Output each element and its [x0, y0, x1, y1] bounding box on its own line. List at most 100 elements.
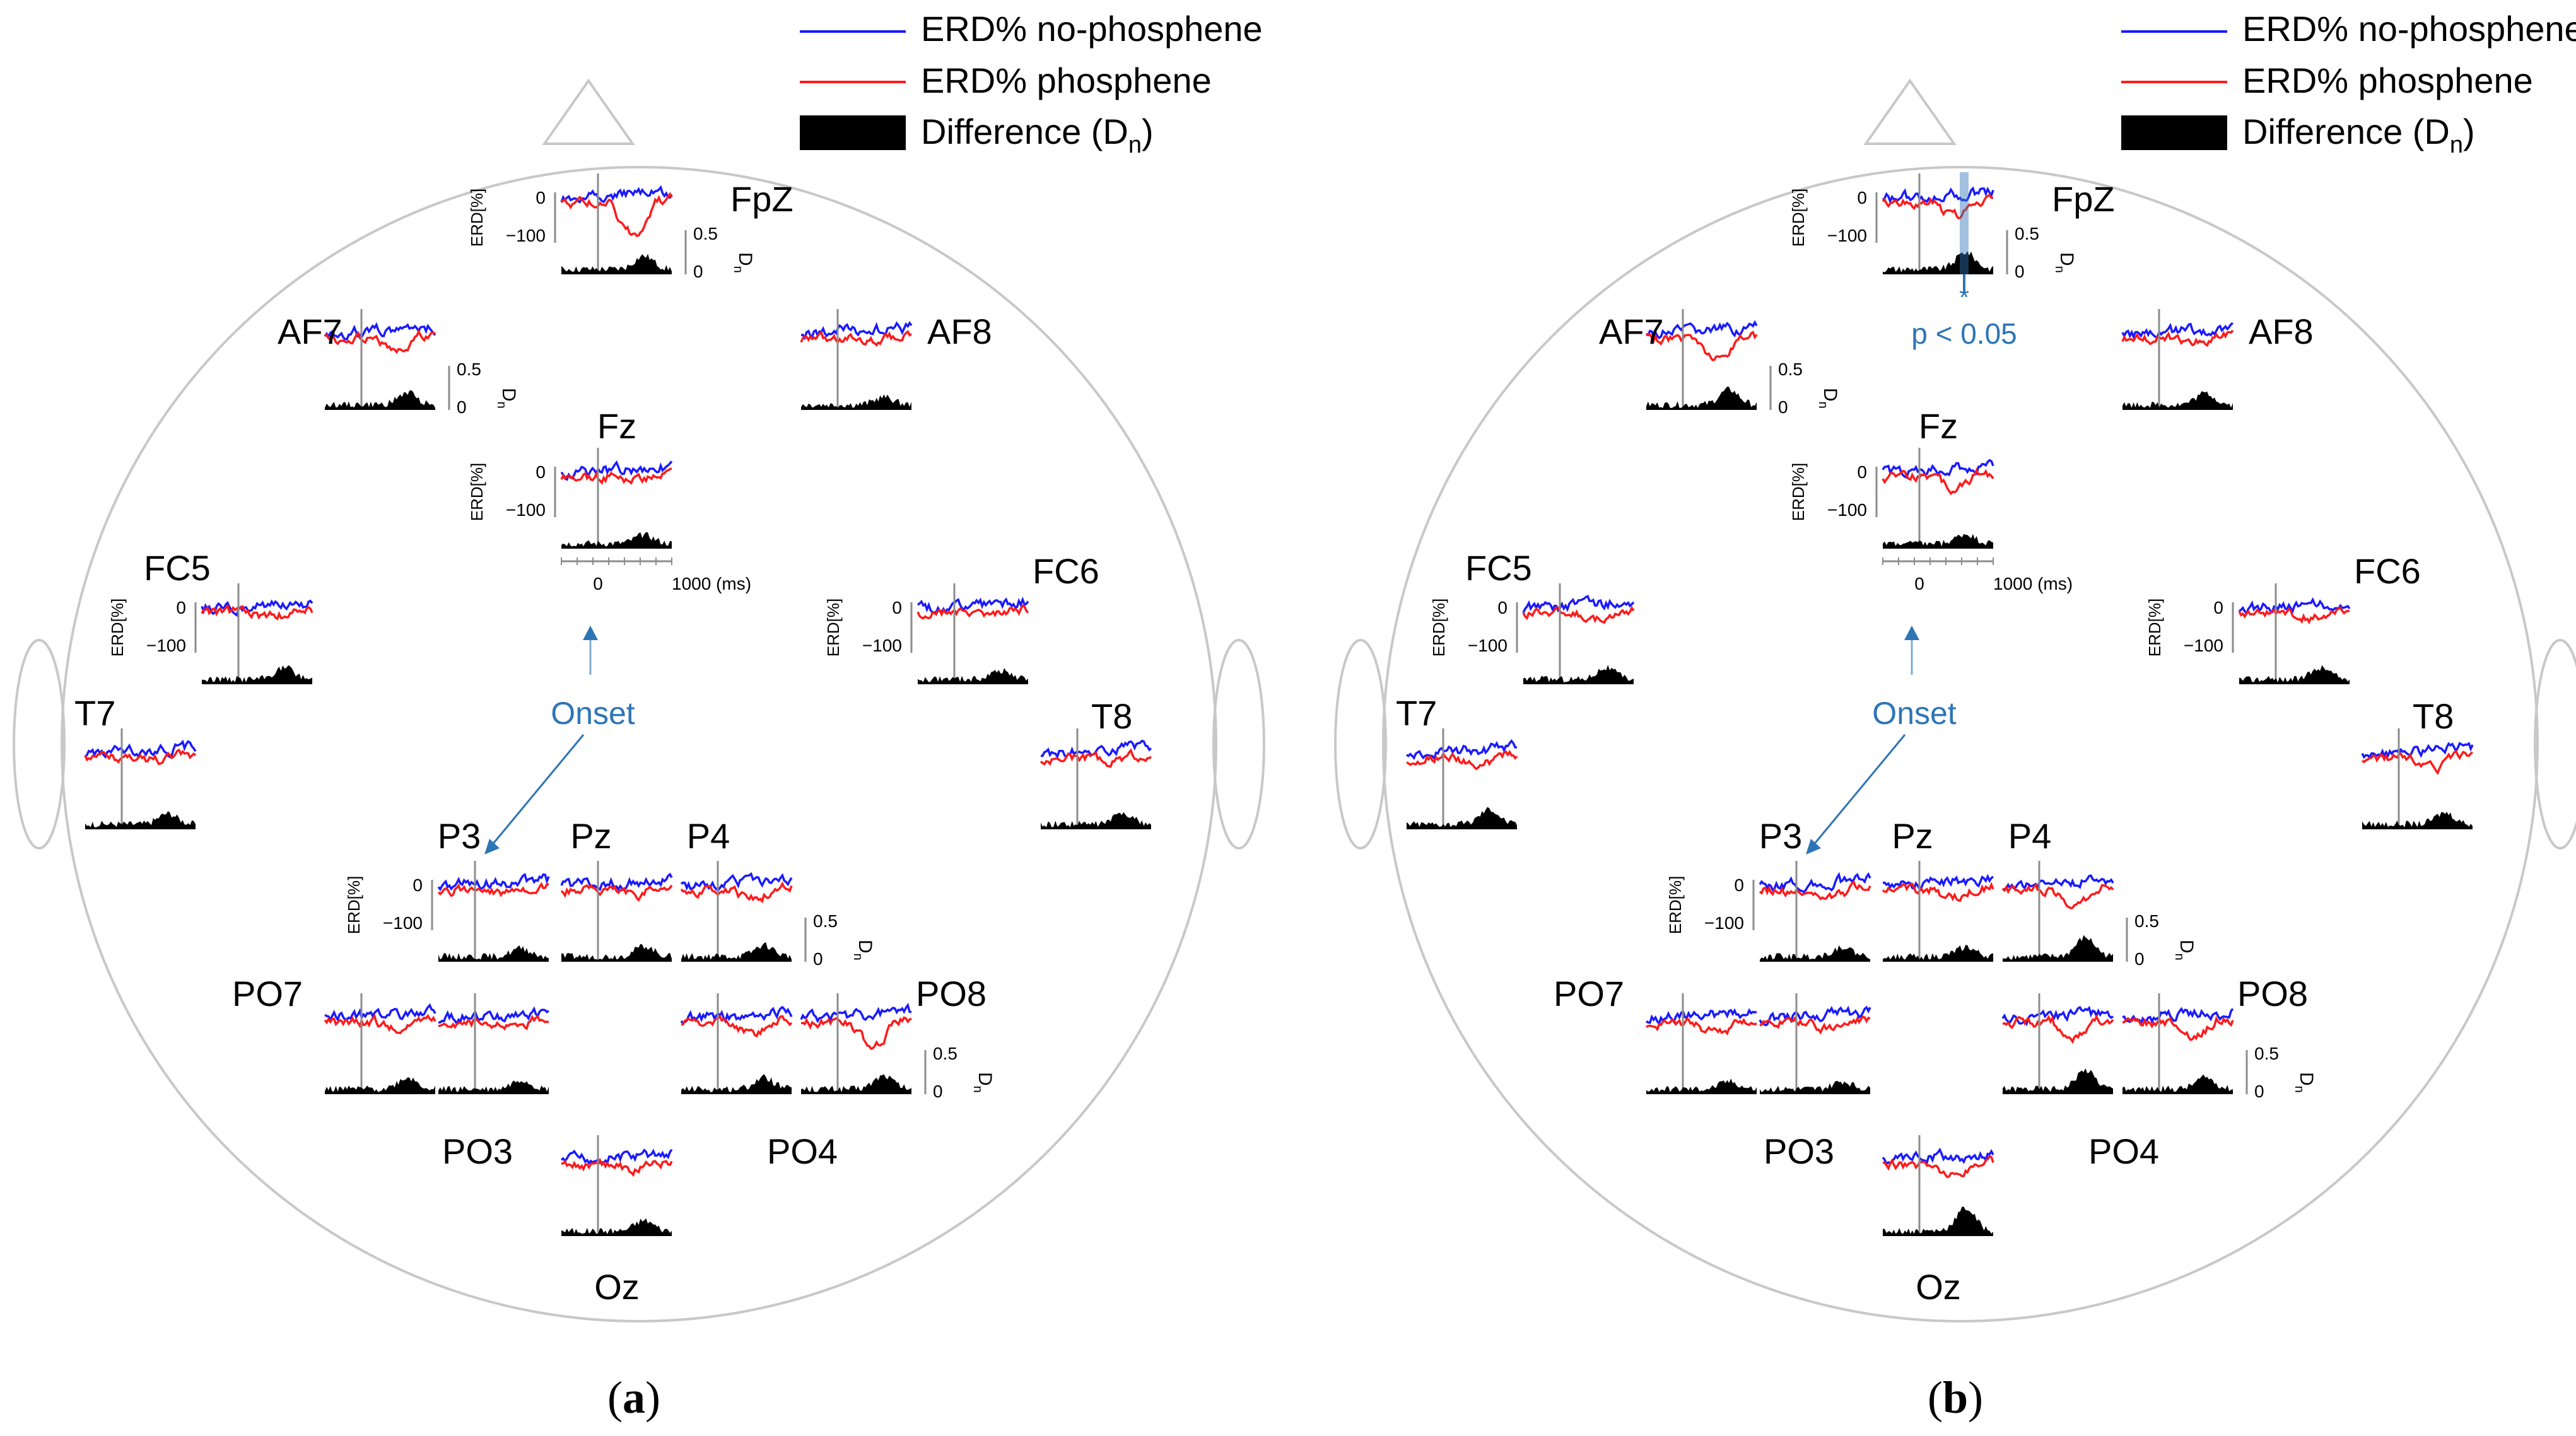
difference-area [2122, 1074, 2233, 1094]
dn-axis-label: Dn [971, 1072, 995, 1093]
time-tick-end: 1000 (ms) [1993, 574, 2073, 593]
onset-label: Onset [1872, 696, 1957, 731]
trace-phosphene [2002, 1014, 2114, 1044]
erd-axis-label: ERD[%] [108, 598, 127, 657]
channel-p4: 0.5 0 Dn [680, 861, 875, 969]
difference-area [1646, 387, 1757, 410]
trace-no-phosphene [1522, 594, 1635, 614]
channel-label-af7: AF7 [1599, 312, 1664, 351]
channel-label-po3: PO3 [442, 1131, 513, 1171]
trace-phosphene [560, 884, 673, 902]
erd-tick-zero: 0 [1497, 598, 1508, 617]
difference-area [801, 394, 911, 410]
trace-phosphene [84, 748, 197, 766]
erd-tick-zero: 0 [536, 462, 546, 482]
right-ear-outline [2534, 639, 2576, 849]
trace-phosphene [1882, 467, 1994, 496]
channel-t7 [84, 728, 197, 829]
channel-label-oz: Oz [1916, 1267, 1961, 1307]
dn-axis-label: Dn [495, 388, 519, 409]
channel-label-af7: AF7 [278, 312, 342, 351]
erd-axis-label: ERD[%] [467, 463, 486, 521]
difference-area [1883, 945, 1993, 962]
difference-area [438, 945, 549, 962]
difference-area [1760, 945, 1870, 962]
erd-tick-zero: 0 [2213, 598, 2223, 617]
channel-label-po7: PO7 [1554, 974, 1624, 1013]
trace-phosphene [561, 1157, 673, 1177]
channel-label-po3: PO3 [1764, 1131, 1834, 1171]
difference-area [1646, 1078, 1757, 1094]
dn-axis-label: Dn [1816, 388, 1841, 409]
erd-tick-min: −100 [506, 500, 546, 520]
time-tick-zero: 0 [1914, 574, 1924, 593]
trace-no-phosphene [800, 1002, 912, 1024]
channel-af8 [800, 309, 913, 410]
erd-axis-label: ERD[%] [1429, 598, 1448, 657]
trace-no-phosphene [560, 1148, 673, 1165]
legend-blue-label: ERD% no-phosphene [2242, 9, 2576, 49]
difference-area [801, 1074, 911, 1094]
erd-tick-min: −100 [1827, 500, 1867, 520]
difference-area [1041, 812, 1151, 829]
trace-no-phosphene [2001, 874, 2114, 892]
channel-po4 [2001, 993, 2114, 1094]
erd-axis-label: ERD[%] [2145, 598, 2164, 657]
channel-oz [560, 1135, 673, 1236]
trace-no-phosphene [84, 739, 197, 759]
dn-axis-text: D [855, 940, 875, 954]
trace-no-phosphene [1882, 873, 1994, 891]
erd-axis-label: ERD[%] [824, 598, 843, 657]
channel-t8 [2361, 728, 2474, 829]
onset-annotation: Onset [484, 626, 635, 855]
trace-no-phosphene [680, 1005, 793, 1025]
significance-star: * [1959, 284, 1969, 312]
difference-area [561, 1218, 672, 1236]
trace-phosphene [1882, 1155, 1994, 1179]
trace-no-phosphene [1406, 739, 1518, 761]
erd-tick-zero: 0 [1857, 188, 1867, 207]
channel-label-po8: PO8 [2237, 974, 2308, 1013]
legend-diff-close: ) [1142, 112, 1154, 151]
legend-red-label: ERD% phosphene [2242, 61, 2533, 100]
trace-no-phosphene [1882, 1147, 1994, 1166]
channel-po7 [324, 993, 436, 1094]
onset-annotation: Onset [1806, 626, 1957, 855]
difference-area [1760, 1080, 1870, 1094]
dn-tick-zero: 0 [1778, 397, 1788, 417]
dn-axis-label: Dn [2172, 940, 2197, 960]
trace-phosphene [800, 330, 913, 347]
erd-tick-min: −100 [2184, 636, 2223, 655]
dn-tick-top: 0.5 [693, 224, 718, 243]
time-tick-zero: 0 [593, 574, 603, 593]
difference-area [918, 668, 1028, 684]
dn-tick-top: 0.5 [813, 911, 838, 931]
trace-phosphene [201, 604, 313, 621]
trace-phosphene [438, 1014, 549, 1031]
erd-tick-zero: 0 [176, 598, 186, 617]
erd-tick-zero: 0 [413, 875, 423, 895]
channel-label-po8: PO8 [916, 974, 986, 1013]
channel-label-pz: Pz [570, 816, 611, 856]
channel-label-t7: T7 [74, 693, 115, 733]
dn-axis-text: D [975, 1072, 995, 1086]
dn-axis-label: Dn [2052, 252, 2077, 273]
trace-no-phosphene [560, 460, 673, 481]
legend-diff-close: ) [2463, 112, 2475, 151]
channel-label-fpz: FpZ [2052, 179, 2115, 219]
trace-no-phosphene [1646, 320, 1758, 340]
dn-axis-sub: n [851, 954, 865, 960]
dn-tick-zero: 0 [813, 949, 823, 969]
erd-axis-label: ERD[%] [1789, 463, 1808, 521]
dn-tick-zero: 0 [933, 1082, 943, 1101]
dn-tick-top: 0.5 [2134, 911, 2159, 931]
legend-diff-text: Difference (D [921, 112, 1128, 151]
channel-label-fc5: FC5 [144, 548, 211, 588]
channel-t7 [1406, 728, 1518, 829]
channel-label-t8: T8 [2413, 696, 2454, 736]
trace-phosphene [1406, 750, 1518, 771]
erd-tick-min: −100 [1827, 226, 1867, 245]
